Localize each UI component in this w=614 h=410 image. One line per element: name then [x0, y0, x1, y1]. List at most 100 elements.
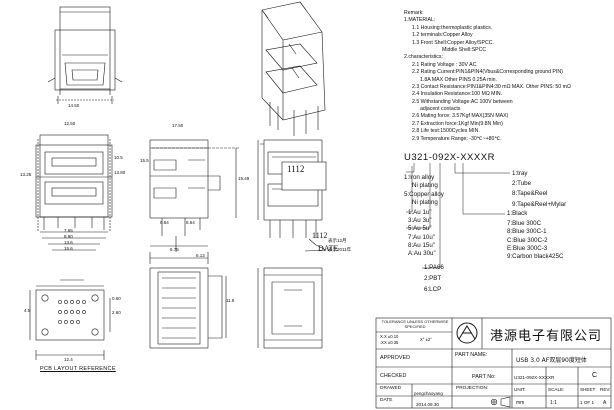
projection-label: PROJECTION: — [456, 386, 489, 391]
front-view — [47, 6, 123, 104]
option-item: 1:Black — [507, 210, 528, 217]
revision-letter: C — [592, 372, 598, 379]
dim-label: 11.8 — [226, 298, 235, 303]
dim-label: 13.6 — [64, 240, 73, 245]
remark-line: 2.characteristics: — [404, 54, 443, 61]
isometric-view — [261, 1, 326, 136]
dim-label: 14.50 — [68, 103, 80, 108]
projection-symbol-icon — [490, 396, 511, 408]
rev-value: A — [603, 400, 607, 406]
dim-label: 15.6 — [64, 246, 73, 251]
company-name: 港源电子有限公司 — [490, 329, 603, 344]
remark-line: 2.3 Contact Resistance:PIN1&PIN4:30 mΩ M… — [412, 83, 571, 90]
remark-line: Remark: — [404, 10, 424, 16]
dim-label: 10.5 — [114, 155, 123, 160]
marking-code-label: 1112 — [312, 231, 328, 240]
dim-label: 15.5 — [140, 158, 149, 163]
dim-label: 9.64 — [160, 220, 169, 225]
side-elevation — [149, 139, 240, 252]
option-item: 8:Blue 300C-1 — [507, 228, 547, 236]
tolerance-row: X.X ±0.10 — [380, 334, 399, 339]
remark-line: 2.1 Rating Voltage : 30V AC. — [412, 61, 478, 68]
plating-iron: 1:Iron alloy Ni plating — [404, 174, 438, 190]
remark-line: 2.2 Rating Current:PIN1&PIN4(Vbus&Corres… — [412, 69, 563, 76]
scale-value: 1:1 — [550, 400, 557, 406]
remark-line: 1.2 terminals:Copper Alloy — [412, 32, 473, 39]
marking-note-month: 表示12月 — [328, 238, 347, 243]
dim-label: 8.64 — [186, 220, 195, 225]
option-item: 2:PBT — [424, 275, 442, 283]
sheet-label: SHEET — [580, 387, 596, 392]
scale-label: SCALE: — [548, 387, 565, 392]
remark-line: 2.6 Mating force: 3.57Kgf MAX(35N MAX) — [412, 113, 509, 120]
part-no-value: U321-092X-XXXXR — [514, 375, 555, 380]
drawed-label: DRAWED — [380, 386, 402, 391]
option-item: E:Blue 300C-3 — [507, 244, 548, 252]
pcb-layout — [29, 279, 111, 360]
option-item: 1:Au 1u" — [408, 209, 432, 216]
sheet-value: 1 OF 1 — [580, 400, 595, 405]
front-elevation — [35, 134, 113, 251]
remark-line: 1.1 Housing:thermoplastic plastics. — [412, 24, 493, 31]
tolerance-header: TOLERANCE UNLESS OTHERWISE SPECIFIED — [381, 319, 449, 329]
date-value: 2014.09.30 — [416, 402, 439, 407]
option-item: 8:Tape&Reel — [512, 190, 548, 198]
marking-date-label: DATE — [318, 244, 339, 253]
option-item: 3:Au 3u" — [408, 217, 432, 225]
dim-label: 17.50 — [172, 123, 184, 128]
gold-options: 1:Au 1u" 3:Au 3u" 5:Au 5u" 7:Au 10u" 8:A… — [408, 209, 436, 258]
packing-options: 1:tray 2:Tube 8:Tape&Reel 9:Tape&Reel+My… — [512, 170, 566, 209]
date-label: DATE — [380, 398, 393, 403]
remark-line: 1.3 Front Shell:Copper Alloy/SPCC. — [412, 39, 494, 46]
remark-line: 2.9 Temperature Range: -30℃~+80℃. — [412, 135, 502, 142]
dim-label: 13.25 — [20, 172, 32, 177]
remark-line: 2.8 Life test:1500Cycles MIN. — [412, 128, 480, 135]
option-item: Ni plating — [412, 199, 438, 207]
option-item: 6:LCP — [424, 286, 442, 294]
option-item: 1:PA66 — [424, 264, 444, 271]
approved-label: APPROVED — [380, 355, 410, 361]
remark-line: 1.8A MAX Other PINS 0.25A min. — [420, 76, 497, 83]
unit-label: UNIT: — [514, 387, 526, 392]
option-item: 2:Tube — [512, 180, 532, 188]
remark-line: 2.4 Insulation Resistance:100 MΩ MIN. — [412, 91, 503, 98]
option-leaders — [406, 163, 510, 269]
housing-options: 1:PA66 2:PBT 6:LCP — [424, 264, 444, 295]
bottom-side-view — [257, 267, 323, 349]
dim-label: 6.75 — [170, 247, 179, 252]
dim-label: 4.5 — [24, 308, 31, 313]
dim-label: 8.90 — [64, 234, 73, 239]
dim-label: 6.13 — [196, 253, 205, 258]
option-item: 5:Copper alloy — [404, 191, 444, 198]
option-item: 9:Carbon black425C — [507, 252, 564, 260]
top-view — [149, 252, 227, 349]
tolerance-row: .XX ±0.35 — [380, 340, 399, 345]
remark-line: 2.7 Extraction force:1Kgf Min(9.8N Min) — [412, 120, 503, 127]
part-name-label: PART NAME: — [455, 352, 488, 358]
unit-value: mm — [516, 400, 525, 406]
tolerance-row: X° ±2° — [420, 337, 432, 342]
option-item: 8:Au 15u" — [408, 241, 435, 249]
marking-code: 1112 — [287, 164, 305, 174]
option-item: 7:Au 10u" — [408, 233, 435, 241]
option-item: A:Au 30u" — [408, 249, 436, 257]
color-options: 1:Black 7:Blue 300C 8:Blue 300C-1 C:Blue… — [507, 210, 563, 261]
option-item: 1:Iron alloy — [404, 174, 435, 181]
rev-label: REV: — [600, 387, 611, 392]
part-no-label: PART No: — [472, 374, 496, 380]
remark-line: 1.MATERIAL: — [404, 17, 436, 24]
remark-line: Middle Shell:SPCC — [442, 46, 487, 53]
pcb-layout-label: PCB LAYOUT REFERENCE — [40, 366, 116, 372]
title-block — [375, 317, 612, 409]
plating-copper: 5:Copper alloy Ni plating — [404, 191, 444, 207]
marking-callout — [281, 161, 327, 252]
remarks-block: Remark: 1.MATERIAL: 1.1 Housing:thermopl… — [404, 10, 571, 143]
dim-label: 0.60 — [112, 296, 121, 301]
marking-note-year: 表示2011年 — [328, 247, 352, 252]
part-name-value: USB 3.0 AF双层90度短体 — [516, 357, 587, 364]
part-code: U321-092X-XXXXR — [404, 152, 495, 163]
dim-label: 13.80 — [114, 170, 126, 175]
drawer-name: pengchaoyang — [414, 391, 443, 396]
company-logo — [456, 322, 478, 344]
option-item: 5:Au 5u" — [408, 225, 432, 233]
